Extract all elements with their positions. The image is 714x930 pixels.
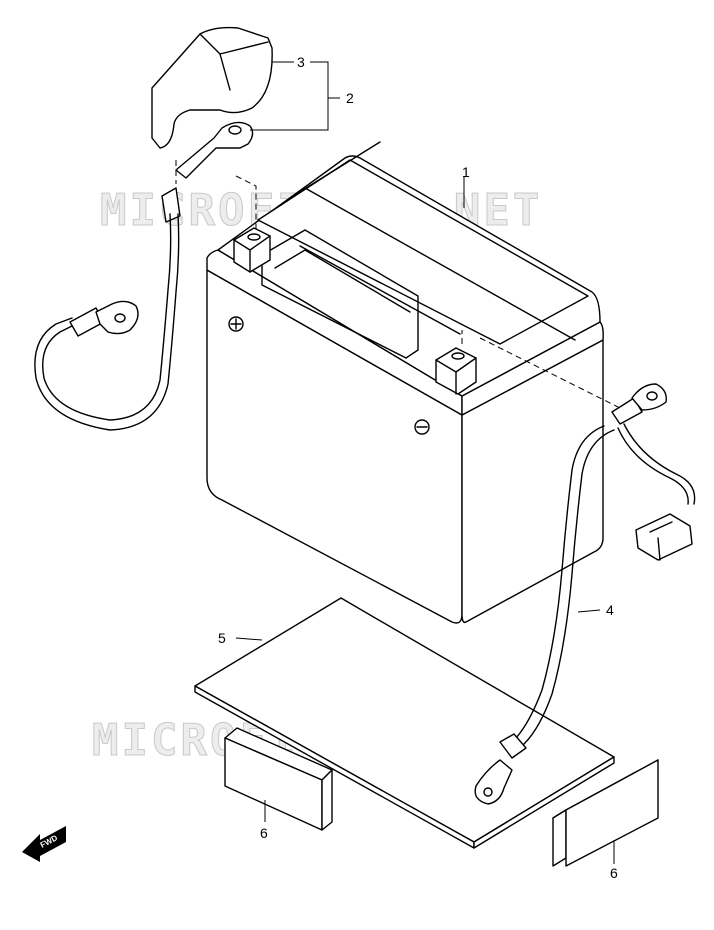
callout-2: 2 <box>346 90 354 106</box>
cushion-right[interactable] <box>552 759 659 867</box>
callout-4: 4 <box>606 602 614 618</box>
negative-lead-wire[interactable] <box>461 330 696 805</box>
callout-5: 5 <box>218 630 226 646</box>
fwd-arrow-icon: FWD <box>22 826 66 862</box>
leader-lines <box>235 61 615 864</box>
callout-6-left: 6 <box>260 825 268 841</box>
callout-1: 1 <box>462 164 470 180</box>
terminal-cover[interactable] <box>151 26 273 149</box>
callout-6-right: 6 <box>610 865 618 881</box>
callout-3: 3 <box>297 54 305 70</box>
positive-lead-wire[interactable] <box>34 121 257 431</box>
battery[interactable] <box>206 141 604 624</box>
cushion-left[interactable] <box>224 727 333 831</box>
battery-plate[interactable] <box>194 597 615 849</box>
